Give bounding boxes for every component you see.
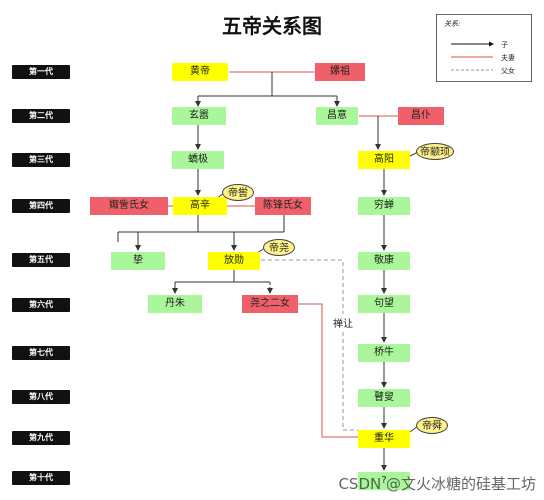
bubble-yao: 帝尧 <box>263 239 295 256</box>
node-goumang: 句望 <box>358 295 410 313</box>
page-title: 五帝关系图 <box>222 14 322 38</box>
legend-label-spouse: 夫妻 <box>501 54 515 62</box>
legend-label-child: 子 <box>501 41 508 49</box>
node-yaozhi: 尧之二女 <box>242 295 298 313</box>
gen-label-9: 第九代 <box>12 431 70 445</box>
node-gaoxin: 高辛 <box>173 197 227 215</box>
gen-label-5: 第五代 <box>12 253 70 267</box>
note-abdication: 禅让 <box>331 314 355 331</box>
node-gusou: 瞽叟 <box>358 389 410 407</box>
legend-label-father-daughter: 父女 <box>501 67 515 75</box>
node-qiongchan: 穷蝉 <box>358 197 410 215</box>
node-chonghua: 重华 <box>358 430 410 448</box>
watermark-text: CSDN @文火冰糖的硅基工坊 <box>338 475 536 493</box>
node-jingkang: 敬康 <box>358 252 410 270</box>
legend-box: 关系: 子 夫妻 父女 <box>436 14 532 82</box>
bubble-zhuanxu: 帝颛顼 <box>416 143 454 160</box>
gen-label-1: 第一代 <box>12 65 70 79</box>
node-huangdi: 黄帝 <box>172 63 228 81</box>
gen-label-3: 第三代 <box>12 153 70 167</box>
legend-lines <box>451 41 494 71</box>
gen-label-10: 第十代 <box>12 471 70 485</box>
node-xuanxiao: 玄嚣 <box>172 107 226 125</box>
node-last: ? <box>358 472 410 490</box>
gen-label-2: 第二代 <box>12 109 70 123</box>
abdication-line <box>261 259 358 431</box>
gen-label-6: 第六代 <box>12 298 70 312</box>
node-qiaoniu: 桥牛 <box>358 344 410 362</box>
gen-label-7: 第七代 <box>12 346 70 360</box>
gen-label-8: 第八代 <box>12 390 70 404</box>
node-fangxun: 放勋 <box>208 252 260 270</box>
node-zhi: 挚 <box>111 252 165 270</box>
node-changpu: 昌仆 <box>398 107 444 125</box>
node-jiaoji: 蟜极 <box>172 151 224 169</box>
node-danzhu: 丹朱 <box>148 295 202 313</box>
bubble-ku: 帝喾 <box>222 184 254 201</box>
node-leizu: 嫘祖 <box>315 63 365 81</box>
legend-title: 关系: <box>444 20 461 28</box>
node-chenfeng: 陈锋氏女 <box>255 197 311 215</box>
node-gaoyang: 高阳 <box>358 151 410 169</box>
node-zoushi: 娵訾氏女 <box>90 197 168 215</box>
gen-label-4: 第四代 <box>12 199 70 213</box>
spouse-line-yaozhi-chonghua <box>297 303 358 438</box>
node-changyi: 昌意 <box>316 107 358 125</box>
bubble-shun: 帝舜 <box>416 417 448 434</box>
